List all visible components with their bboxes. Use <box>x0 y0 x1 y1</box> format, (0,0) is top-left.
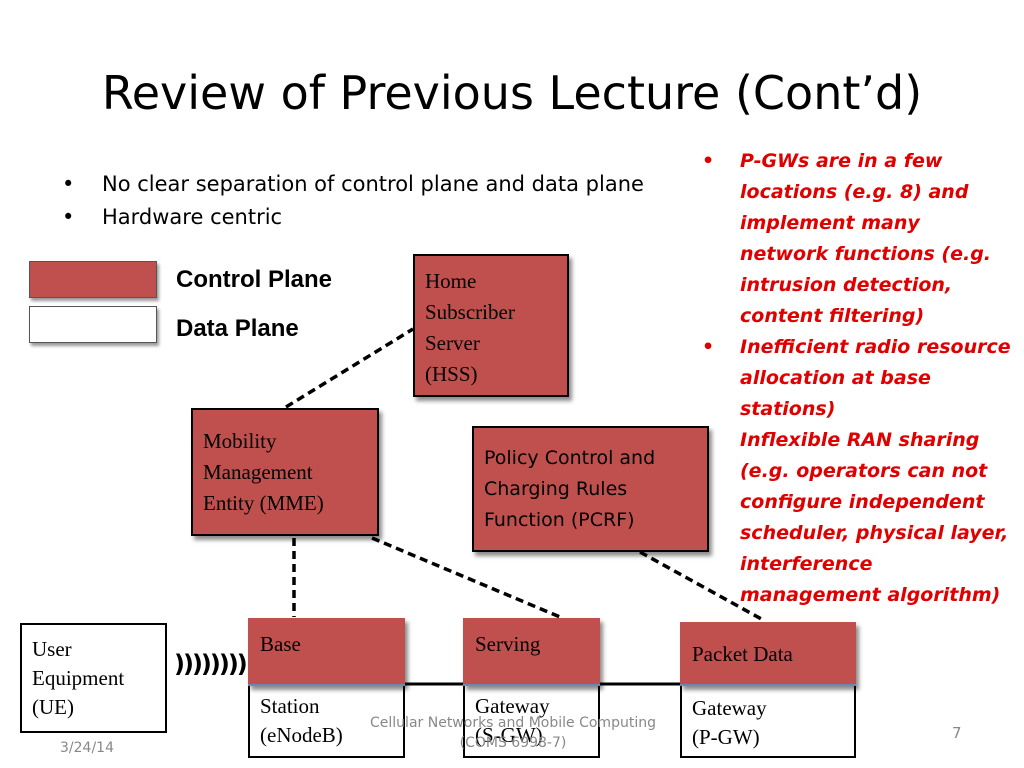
legend-swatch-data <box>29 306 157 343</box>
page-number: 7 <box>952 724 962 742</box>
note-item: Inefficient radio resource allocation at… <box>702 332 1014 425</box>
hss-line: Server <box>425 331 480 355</box>
enodeb-line: (eNodeB) <box>260 723 343 747</box>
hss-line: (HSS) <box>425 362 478 386</box>
footer-course: Cellular Networks and Mobile Computing (… <box>370 715 656 751</box>
ue-line: (UE) <box>32 695 74 719</box>
hss-line: Home <box>425 269 477 293</box>
pcrf-pgw-link <box>639 550 766 623</box>
legend-label-control: Control Plane <box>176 266 333 293</box>
legend-label-data: Data Plane <box>176 315 299 342</box>
note-item: Inflexible RAN sharing (e.g. operators c… <box>740 429 1009 606</box>
pcrf-line: Charging Rules <box>484 478 628 500</box>
radio-waves-icon: )))))))) <box>174 650 248 678</box>
enodeb-line: Station <box>260 694 320 718</box>
ue-line: User <box>32 637 72 661</box>
hss-box: Home Subscriber Server (HSS) <box>413 254 569 397</box>
mme-line: Management <box>203 460 313 484</box>
sgw-box: Serving Gateway (S-GW) <box>463 618 600 758</box>
sgw-line: Gateway <box>475 694 550 718</box>
mme-line: Entity (MME) <box>203 491 324 515</box>
mme-box: Mobility Management Entity (MME) <box>191 408 379 536</box>
ue-line: Equipment <box>32 666 125 690</box>
pgw-line: Gateway <box>692 696 767 720</box>
mme-hss-link <box>285 327 414 409</box>
right-notes-list: P-GWs are in a few locations (e.g. 8) an… <box>702 146 1014 611</box>
left-bullet-list: No clear separation of control plane and… <box>62 168 644 234</box>
pgw-line: (P-GW) <box>692 725 760 749</box>
pgw-box: Packet Data Gateway (P-GW) <box>680 622 856 758</box>
bullet-item: Hardware centric <box>62 201 644 234</box>
footer-date: 3/24/14 <box>60 740 114 756</box>
mme-line: Mobility <box>203 429 277 453</box>
hss-line: Subscriber <box>425 300 515 324</box>
sgw-head: Serving <box>463 618 600 686</box>
sgw-line: (S-GW) <box>475 723 543 747</box>
mme-sgw-link <box>371 536 561 619</box>
legend-swatch-control <box>29 261 157 298</box>
enodeb-box: Base Station (eNodeB) <box>248 618 405 758</box>
note-item: P-GWs are in a few locations (e.g. 8) an… <box>702 146 1014 332</box>
ue-box: User Equipment (UE) <box>20 623 167 733</box>
pcrf-box: Policy Control and Charging Rules Functi… <box>472 426 709 552</box>
slide-title: Review of Previous Lecture (Cont’d) <box>101 66 923 120</box>
pgw-head: Packet Data <box>680 622 856 686</box>
enodeb-head: Base <box>248 618 405 686</box>
pcrf-line: Policy Control and <box>484 447 656 469</box>
bullet-item: No clear separation of control plane and… <box>62 168 644 201</box>
pcrf-line: Function (PCRF) <box>484 509 635 531</box>
